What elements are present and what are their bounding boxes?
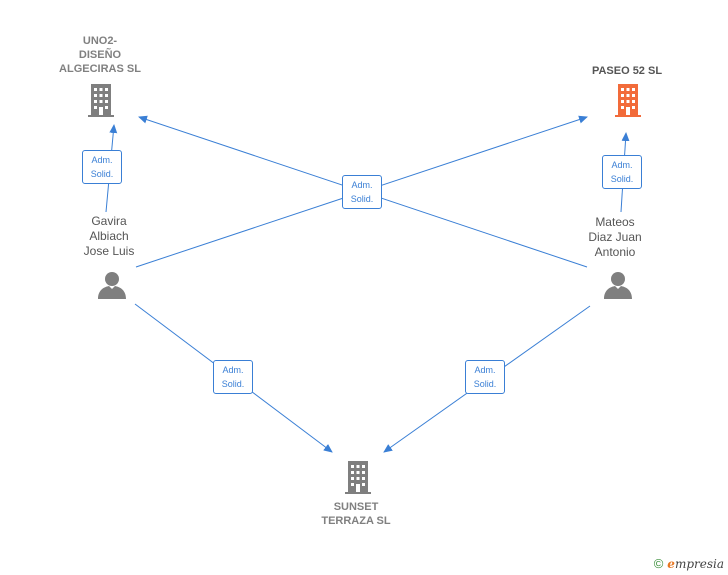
edge-label-line: Adm. <box>474 365 496 375</box>
label-line: Mateos <box>595 215 635 229</box>
edge-label-gavira-paseo[interactable]: Adm. Solid. <box>342 175 382 209</box>
label-line: UNO2- <box>82 35 118 47</box>
label-line: Jose Luis <box>83 244 135 258</box>
edge-label-mateos-paseo[interactable]: Adm. Solid. <box>602 155 642 189</box>
edge-label-line: Adm. <box>351 180 373 190</box>
label-line: PASEO 52 SL <box>591 65 663 77</box>
edge-label-line: Solid. <box>610 174 634 184</box>
company-label-paseo[interactable]: PASEO 52 SL <box>567 64 687 78</box>
company-label-uno2[interactable]: UNO2- DISEÑO ALGECIRAS SL <box>40 34 160 76</box>
label-line: ALGECIRAS SL <box>59 63 141 75</box>
edge-label-line: Solid. <box>221 379 245 389</box>
label-line: Diaz Juan <box>588 230 642 244</box>
label-line: SUNSET <box>333 501 379 513</box>
person-icon[interactable] <box>98 272 126 299</box>
edge-label-gavira-sunset[interactable]: Adm. Solid. <box>213 360 253 394</box>
brand-name: mpresia <box>674 556 724 571</box>
edge-label-mateos-sunset[interactable]: Adm. Solid. <box>465 360 505 394</box>
edge-label-gavira-uno2[interactable]: Adm. Solid. <box>82 150 122 184</box>
label-line: TERRAZA SL <box>321 515 391 527</box>
copyright-footer: © empresia <box>654 556 724 571</box>
label-line: Gavira <box>91 214 127 228</box>
person-label-gavira[interactable]: Gavira Albiach Jose Luis <box>59 214 159 259</box>
edge-label-line: Adm. <box>222 365 244 375</box>
building-icon[interactable] <box>615 84 641 117</box>
company-label-sunset[interactable]: SUNSET TERRAZA SL <box>296 500 416 528</box>
label-line: DISEÑO <box>78 49 122 61</box>
edge-label-line: Solid. <box>350 194 374 204</box>
building-icon[interactable] <box>88 84 114 117</box>
edge-label-line: Solid. <box>473 379 497 389</box>
edge-label-line: Solid. <box>90 169 114 179</box>
edge-label-line: Adm. <box>611 160 633 170</box>
brand-logo[interactable]: empresia <box>667 557 724 571</box>
person-label-mateos[interactable]: Mateos Diaz Juan Antonio <box>565 215 665 260</box>
label-line: Albiach <box>89 229 129 243</box>
building-icon[interactable] <box>345 461 371 494</box>
copyright-icon: © <box>653 556 664 571</box>
label-line: Antonio <box>594 245 636 259</box>
brand-initial: e <box>667 556 675 571</box>
edge-label-line: Adm. <box>91 155 113 165</box>
person-icon[interactable] <box>604 272 632 299</box>
